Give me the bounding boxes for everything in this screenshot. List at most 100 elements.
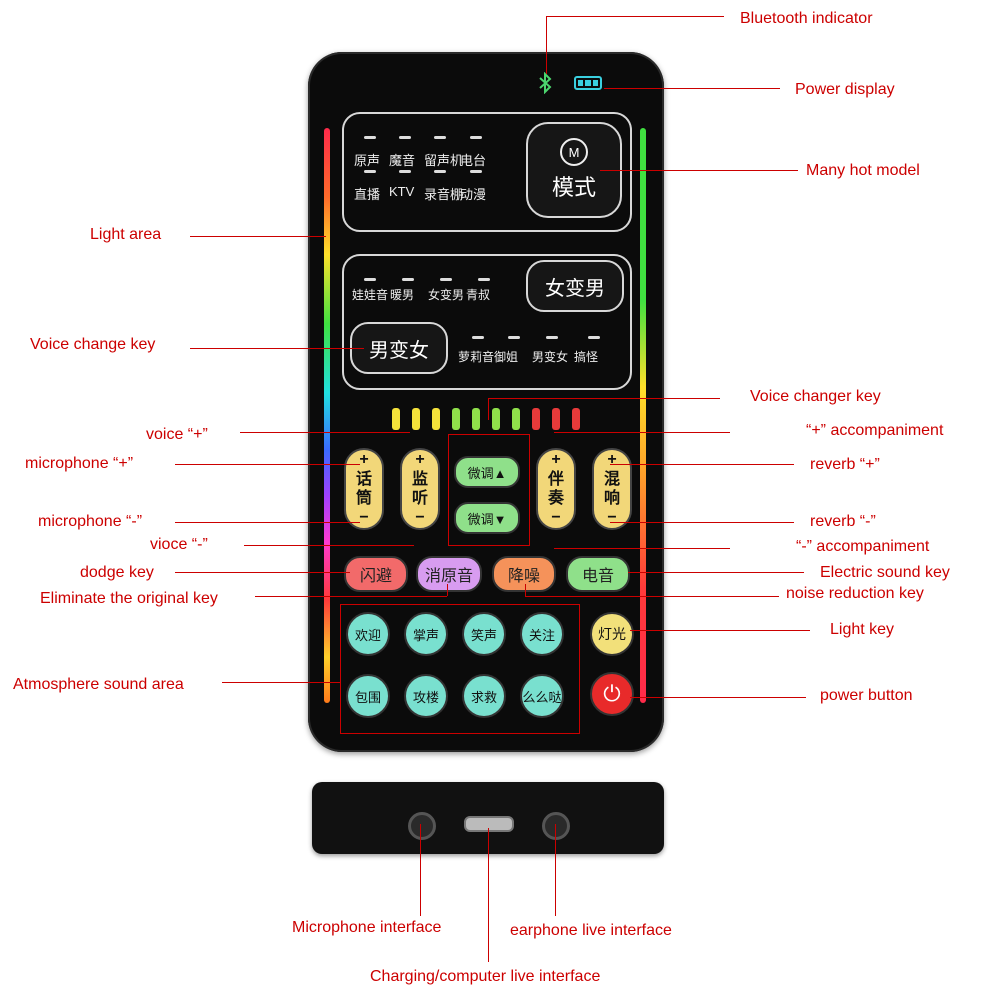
function-key-3[interactable]: 电音 [566, 556, 630, 592]
mode-indicator [470, 136, 482, 139]
eliminate-original-key-callout: Eliminate the original key [40, 590, 218, 607]
power-display-callout: Power display [795, 81, 895, 98]
bluetooth-indicator-callout: Bluetooth indicator [740, 10, 873, 27]
function-key-0[interactable]: 闪避 [344, 556, 408, 592]
mode-indicator [399, 170, 411, 173]
mode-label[interactable]: 原声 [354, 153, 381, 168]
atmosphere-sound-area-callout: Atmosphere sound area [13, 676, 184, 693]
mode-label[interactable]: 电台 [460, 153, 487, 168]
plus-button[interactable]: + [415, 451, 425, 468]
plus-button[interactable]: + [359, 451, 369, 468]
voice-mode-indicator [402, 278, 414, 281]
voice-changer-key-callout: Voice changer key [750, 388, 881, 405]
fine-tune-down-button[interactable]: 微调▼ [454, 502, 520, 534]
minus-button[interactable]: − [415, 509, 425, 526]
volume-slider-1[interactable]: + 监听 − [400, 448, 440, 530]
microphone-jack [408, 812, 436, 840]
volume-slider-2[interactable]: + 伴奏 − [536, 448, 576, 530]
level-led [392, 408, 400, 430]
plus-button[interactable]: + [551, 451, 561, 468]
function-key-2[interactable]: 降噪 [492, 556, 556, 592]
voice-mode-indicator [472, 336, 484, 339]
voice-changer-device: M 模式 女变男 男变女 微调▲ 微调▼ 灯光 ⏻ 原声魔音留声机电台直播 KTV… [308, 52, 664, 752]
microphone-interface-callout: Microphone interface [292, 919, 442, 936]
mode-key-label: 模式 [551, 175, 596, 200]
mode-indicator [470, 170, 482, 173]
slider-label: 混响 [603, 471, 620, 507]
hot-model-callout: Many hot model [806, 162, 920, 179]
microphone-minus-callout: microphone “-” [38, 513, 143, 530]
voice-mode-indicator [508, 336, 520, 339]
light-key-callout: Light key [830, 621, 895, 638]
light-key[interactable]: 灯光 [590, 612, 634, 656]
voice-mode-label[interactable]: 女变男 [428, 288, 465, 302]
reverb-minus-callout: reverb “-” [810, 513, 876, 530]
atmosphere-key-0[interactable]: 欢迎 [346, 612, 390, 656]
mode-label[interactable]: KTV [389, 184, 415, 199]
voice-mode-indicator [364, 278, 376, 281]
fine-tune-outline [448, 434, 530, 546]
mode-label[interactable]: 动漫 [460, 187, 487, 202]
mode-indicator [364, 136, 376, 139]
slider-label: 伴奏 [547, 471, 564, 507]
minus-button[interactable]: − [551, 509, 561, 526]
voice-mode-label[interactable]: 娃娃音 [352, 288, 389, 302]
charging-interface-callout: Charging/computer live interface [370, 968, 601, 985]
level-led [412, 408, 420, 430]
mode-label[interactable]: 直播 [354, 187, 381, 202]
power-button[interactable]: ⏻ [590, 672, 634, 716]
fine-up-label: 微调▲ [467, 465, 507, 481]
voice-plus-callout: voice “+” [146, 426, 208, 443]
power-icon: ⏻ [603, 681, 621, 706]
atmosphere-key-6[interactable]: 求救 [462, 674, 506, 718]
atmosphere-key-1[interactable]: 掌声 [404, 612, 448, 656]
voice-change-panel [342, 254, 632, 390]
female-to-male-key[interactable]: 女变男 [526, 260, 624, 312]
atmosphere-key-3[interactable]: 关注 [520, 612, 564, 656]
level-led [492, 408, 500, 430]
atmosphere-key-2[interactable]: 笑声 [462, 612, 506, 656]
mode-label[interactable]: 魔音 [389, 153, 416, 168]
voice-mode-label[interactable]: 男变女 [532, 350, 569, 364]
voice-mode-label[interactable]: 搞怪 [574, 350, 599, 364]
fine-tune-up-button[interactable]: 微调▲ [454, 456, 520, 488]
m-icon: M [560, 138, 588, 166]
light-area-callout: Light area [90, 226, 162, 243]
right-light-bar [640, 128, 646, 703]
voice-mode-indicator [478, 278, 490, 281]
minus-button[interactable]: − [607, 509, 617, 526]
atmosphere-key-4[interactable]: 包围 [346, 674, 390, 718]
dodge-key-callout: dodge key [80, 564, 154, 581]
level-led [532, 408, 540, 430]
plus-button[interactable]: + [607, 451, 617, 468]
voice-mode-label[interactable]: 暖男 [390, 288, 415, 302]
f2m-key-label: 女变男 [545, 277, 605, 300]
minus-button[interactable]: − [359, 509, 369, 526]
power-button-callout: power button [820, 687, 913, 704]
atmosphere-key-5[interactable]: 攻楼 [404, 674, 448, 718]
mode-label[interactable]: 留声机 [424, 153, 464, 168]
level-led [452, 408, 460, 430]
voice-mode-label[interactable]: 萝莉音 [458, 350, 495, 364]
volume-slider-3[interactable]: + 混响 − [592, 448, 632, 530]
mode-label[interactable]: 录音棚 [424, 187, 464, 202]
earphone-interface-callout: earphone live interface [510, 922, 672, 939]
function-key-1[interactable]: 消原音 [416, 556, 482, 592]
noise-reduction-key-callout: noise reduction key [786, 585, 924, 602]
level-led [572, 408, 580, 430]
mode-key[interactable]: M 模式 [526, 122, 622, 218]
voice-mode-label[interactable]: 青叔 [466, 288, 491, 302]
mode-indicator [434, 136, 446, 139]
level-led [552, 408, 560, 430]
male-to-female-key[interactable]: 男变女 [350, 322, 448, 374]
volume-slider-0[interactable]: +话筒− [344, 448, 384, 530]
accompaniment-plus-callout: “+” accompaniment [806, 422, 944, 439]
atmosphere-key-7[interactable]: 么么哒 [520, 674, 564, 718]
earphone-jack [542, 812, 570, 840]
voice-mode-indicator [588, 336, 600, 339]
voice-mode-label[interactable]: 御姐 [494, 350, 519, 364]
microphone-plus-callout: microphone “+” [25, 455, 134, 472]
voice-mode-indicator [546, 336, 558, 339]
level-led [432, 408, 440, 430]
slider-label: 监听 [411, 471, 428, 507]
